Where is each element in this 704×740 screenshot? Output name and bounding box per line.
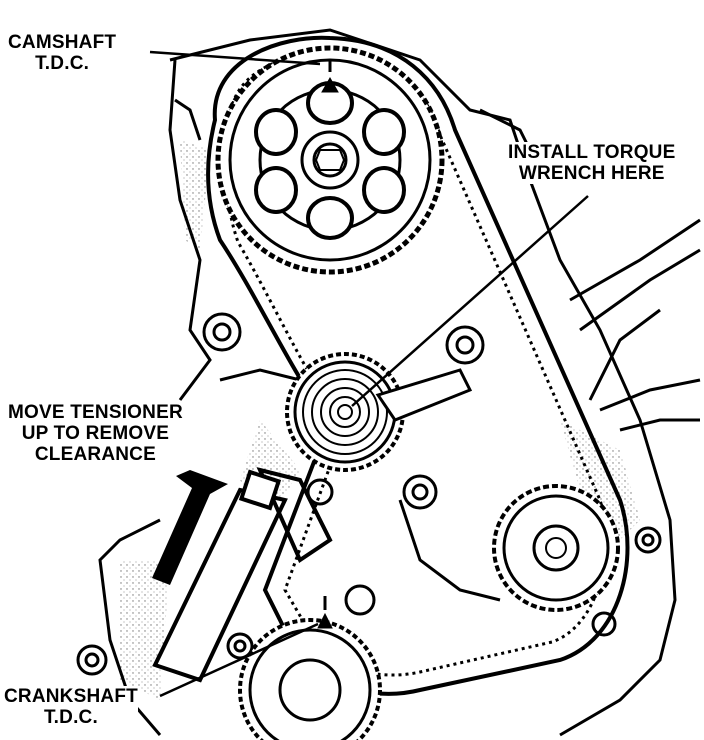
mounting-bosses [76, 312, 662, 676]
camshaft-tdc-line-2: T.D.C. [35, 53, 90, 74]
torque-line-1: INSTALL TORQUE [508, 142, 676, 163]
tensioner-bracket [152, 467, 333, 683]
tensioner-line-1: MOVE TENSIONER [8, 402, 183, 423]
install-torque-wrench-label: INSTALL TORQUE WRENCH HERE [508, 142, 676, 184]
crankshaft-tdc-line-2: T.D.C. [43, 707, 98, 728]
camshaft-sprocket [215, 45, 445, 275]
crankshaft-tdc-label: CRANKSHAFT T.D.C. [4, 686, 138, 728]
leader-lines [149, 50, 589, 698]
move-tensioner-label: MOVE TENSIONER UP TO REMOVE CLEARANCE [8, 402, 183, 465]
tensioner-pulley [285, 352, 473, 472]
crankshaft-leader [159, 622, 319, 698]
crankshaft-tdc-line-1: CRANKSHAFT [4, 686, 138, 707]
tensioner-line-3: CLEARANCE [34, 444, 156, 465]
crankshaft-sprocket [238, 596, 382, 740]
boss-mid2 [344, 584, 376, 616]
camshaft-tdc-line-1: CAMSHAFT [8, 32, 117, 53]
tensioner-line-2: UP TO REMOVE [21, 423, 170, 444]
torque-leader [351, 195, 589, 407]
torque-line-2: WRENCH HERE [518, 163, 665, 184]
camshaft-timing-mark [321, 76, 339, 93]
camshaft-tdc-label: CAMSHAFT T.D.C. [8, 32, 117, 74]
intermediate-sprocket [492, 484, 620, 612]
crankshaft-timing-mark [317, 612, 333, 629]
camshaft-leader [149, 50, 321, 66]
move-up-arrow [152, 470, 228, 585]
timing-belt [206, 35, 630, 696]
